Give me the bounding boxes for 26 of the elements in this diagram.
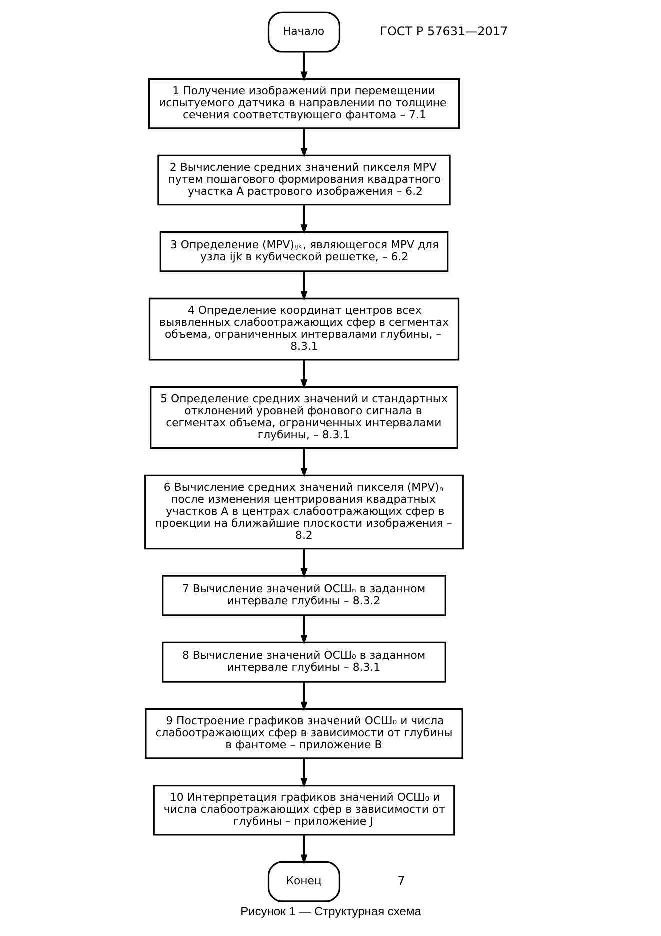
label: ГОСТ Р 57631—2017 — [380, 24, 508, 38]
node-box: 1 Получение изображений при перемещении испытуемого датчика в направлении по толщине сечения соответствующего фантома – 7.1 — [148, 78, 460, 130]
arrow — [300, 52, 308, 82]
node-box: Конец — [267, 861, 340, 902]
node-box: 7 Вычисление значений ОСШₙ в заданном интервале глубины – 8.3.2 — [162, 575, 446, 616]
node-box: 10 Интерпретация графиков значений ОСШ₀ и числа слабоотражающих сфер в зависимости от глубины – приложение J — [152, 784, 455, 836]
arrow — [300, 128, 308, 158]
node-box: 3 Определение (MPV)ᵢⱼₖ, являющегося MPV для узла ijk в кубической решетке, – 6.2 — [159, 231, 448, 272]
node-box: 8 Вычисление значений ОСШ₀ в заданном интервале глубины – 8.3.1 — [162, 642, 446, 683]
arrow — [300, 272, 308, 302]
arrow — [300, 682, 308, 712]
node-box: Начало — [267, 12, 340, 53]
caption: Рисунок 1 — Структурная схема — [240, 904, 421, 918]
arrow — [300, 835, 308, 865]
arrow — [300, 616, 308, 645]
node-box: 5 Определение средних значений и стандартных отклонений уровней фонового сигнала в сегментах объема, ограниченных интервалами глубины, – 8.3.1 — [150, 386, 458, 450]
node-box: 2 Вычисление средних значений пикселя MPV путем пошагового формирования квадратного участка A растрового изображения – 6.2 — [157, 154, 450, 206]
node-box: 6 Вычисление средних значений пикселя (MPV)ₙ после изменения центрирования квадратных участков A в центрах слабоотражающих сфер в проекции на ближайшие плоскости изображения – 8.2 — [144, 474, 464, 550]
label: 7 — [397, 874, 405, 888]
arrow — [300, 758, 308, 788]
node-box: 4 Определение координат центров всех выявленных слабоотражающих сфер в сегментах объема, ограниченных интервалами глубины, – 8.3.1 — [148, 298, 460, 361]
arrow — [300, 205, 308, 235]
arrow — [300, 549, 308, 578]
arrow — [300, 448, 308, 478]
arrow — [300, 360, 308, 390]
node-box: 9 Построение графиков значений ОСШ₀ и числа слабоотражающих сфер в зависимости от глубины в фантоме – приложение В — [144, 708, 463, 760]
